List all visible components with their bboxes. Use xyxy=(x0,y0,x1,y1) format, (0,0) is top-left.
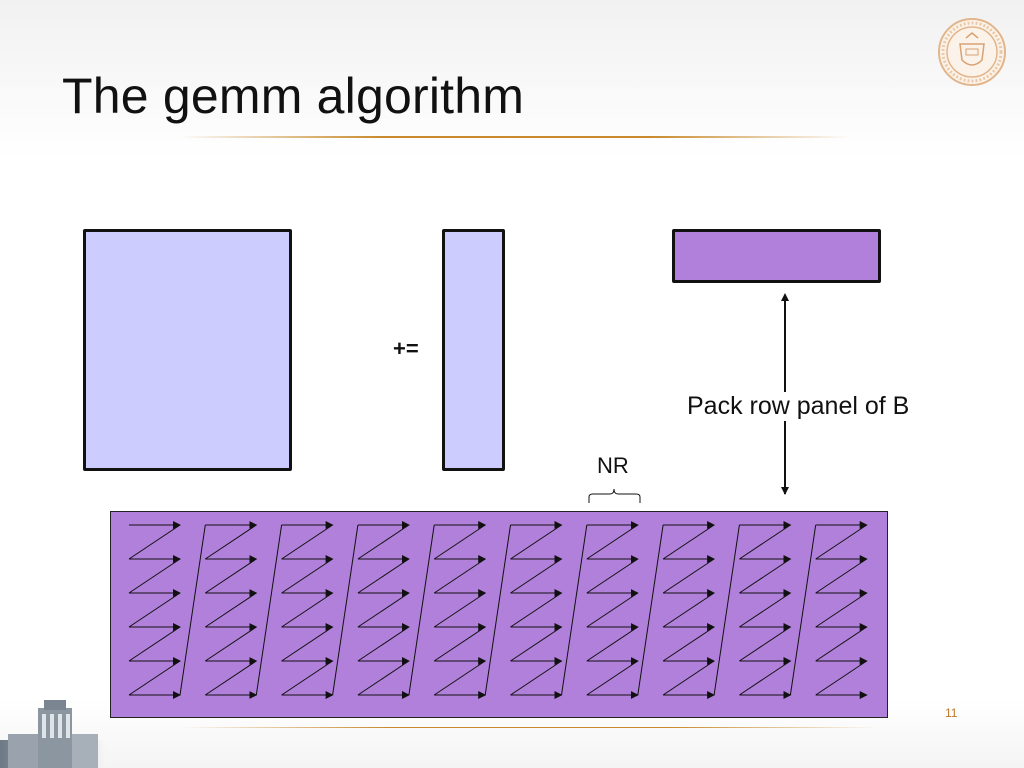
slide-title: The gemm algorithm xyxy=(62,68,525,124)
matrix-c-block xyxy=(83,229,292,471)
pack-row-panel-label: Pack row panel of B xyxy=(685,392,912,421)
packed-b-buffer xyxy=(110,511,888,718)
title-divider xyxy=(180,136,850,138)
nr-label: NR xyxy=(597,453,629,478)
nr-brace xyxy=(588,488,641,503)
matrix-a-panel xyxy=(442,229,505,471)
footer-divider xyxy=(180,727,880,728)
page-number: 11 xyxy=(945,706,958,720)
update-operator: += xyxy=(393,336,419,361)
campus-tower-icon xyxy=(0,700,110,768)
university-seal-icon xyxy=(938,18,1006,86)
matrix-b-row-panel xyxy=(672,229,881,283)
